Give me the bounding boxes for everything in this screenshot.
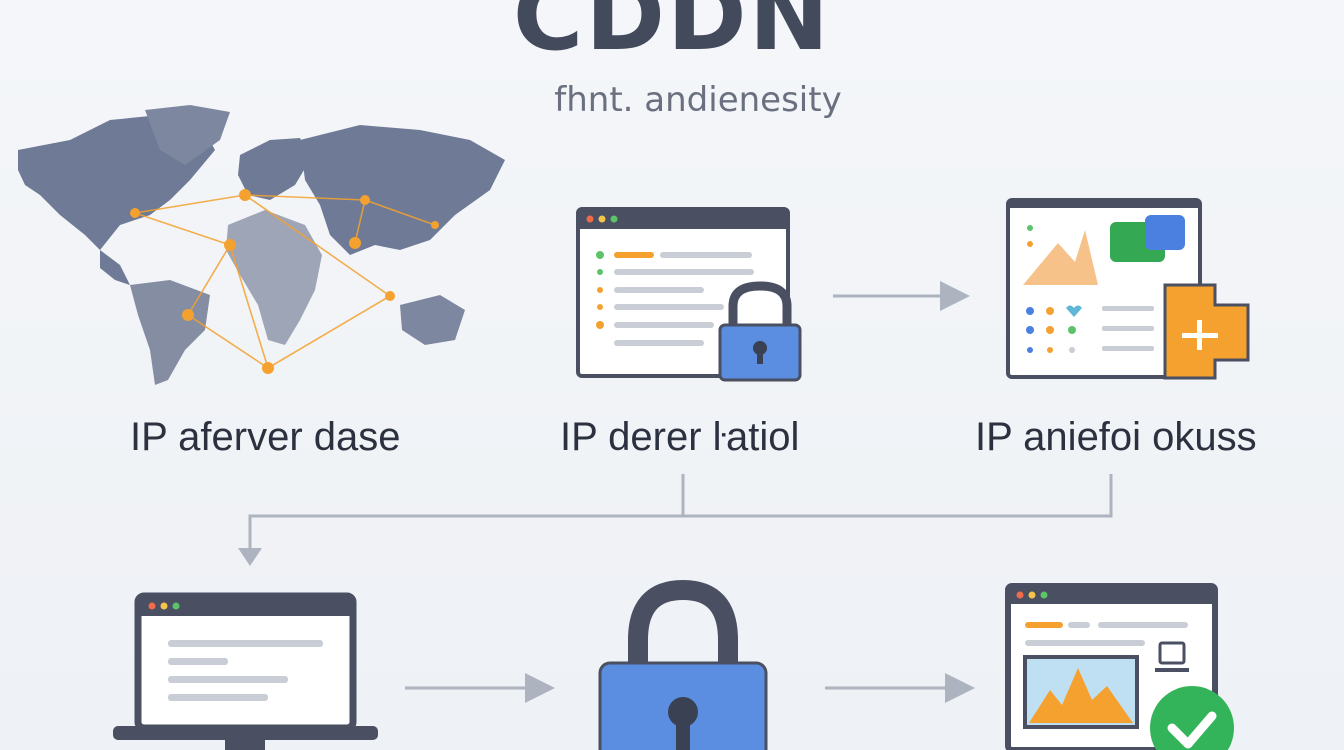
step-2-label: IP derer ŀatiol [560, 415, 800, 459]
laptop-icon [113, 592, 378, 750]
browser-lock-icon [576, 207, 802, 382]
arrow-down-head [238, 548, 262, 566]
diagram-subtitle: fhnt. andienesity [554, 80, 842, 120]
padlock-icon [598, 579, 768, 750]
world-map-icon [18, 105, 505, 385]
dashboard-icon [1006, 198, 1250, 380]
step-1-label: IP aferver dase [130, 415, 401, 459]
connector-to-bottom-row [248, 474, 1113, 548]
diagram-title: CDDN [512, 0, 832, 72]
verified-browser-icon [1005, 583, 1234, 750]
step-3-label: IP aniefoi okuss [975, 415, 1257, 459]
